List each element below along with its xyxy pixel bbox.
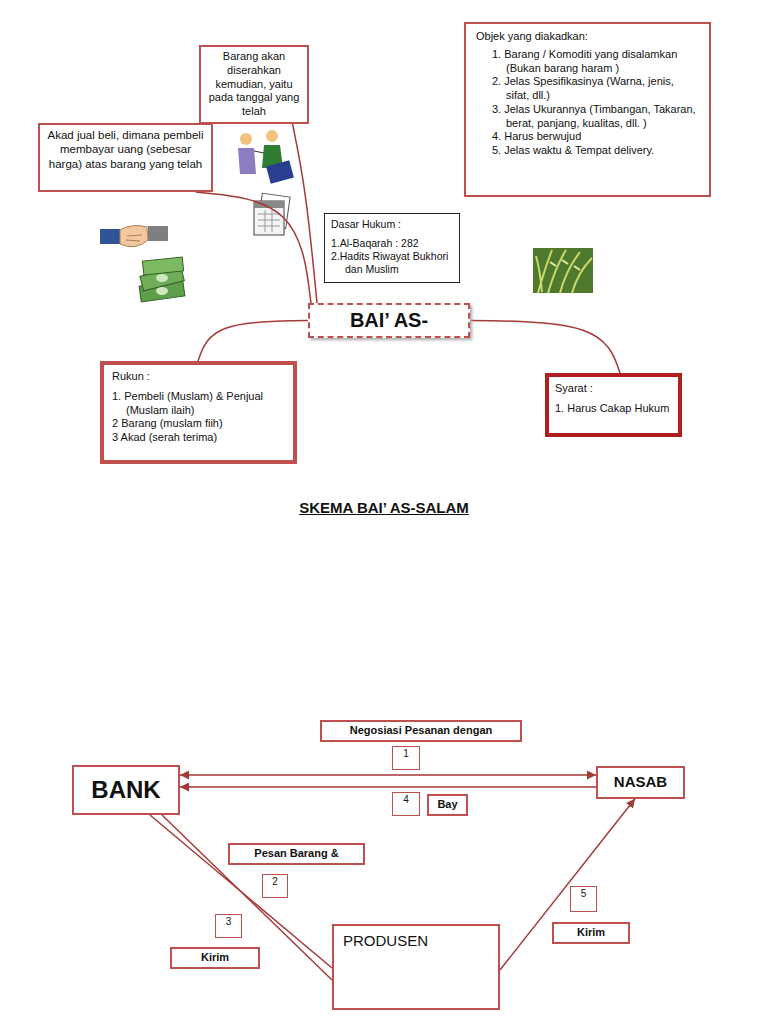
rice-icon-part [536, 250, 592, 293]
legal-basis-box: Dasar Hukum : 1.Al-Baqarah : 2822.Hadits … [324, 213, 460, 283]
box-text: Akad jual beli, dimana pembeli membayar … [46, 128, 205, 171]
box-text: Pesan Barang & [234, 847, 359, 861]
list-item: 1. Barang / Komoditi yang disalamkan (Bu… [476, 48, 699, 76]
people-icon-part [266, 130, 278, 142]
handshake-icon [100, 226, 168, 247]
step-label: Pesan Barang & [228, 843, 365, 865]
connector-line [500, 799, 635, 970]
box-text: 1 [395, 748, 417, 761]
calendar-icon [254, 193, 290, 235]
box-text: Negosiasi Pesanan dengan [326, 724, 516, 738]
people-icon [238, 130, 294, 184]
box-text: Bay [433, 798, 462, 812]
list-item: 5. Jelas waktu & Tempat delivery. [476, 144, 699, 158]
connector-line [180, 774, 596, 776]
step-label: Kirim [552, 922, 630, 944]
party-box: PRODUSEN [332, 924, 500, 1010]
box-heading: Rukun : [112, 370, 285, 384]
party-box: BANK [72, 765, 180, 815]
connector-line [293, 124, 318, 303]
list-item: 1. Harus Cakap Hukum [555, 402, 672, 416]
list-item: 2.Hadits Riwayat Bukhori dan Muslim [331, 250, 453, 276]
box-text: 2 [265, 876, 285, 889]
box-text: PRODUSEN [343, 932, 489, 951]
box-text: NASAB [602, 773, 679, 792]
step-label: Bay [427, 794, 468, 816]
calendar-icon-part [254, 201, 284, 235]
list-item: 3. Jelas Ukurannya (Timbangan, Takaran, … [476, 103, 699, 131]
title-holder: SKEMA BAI’ AS-SALAM [0, 499, 768, 517]
box-heading: Dasar Hukum : [331, 218, 453, 231]
connector-line [196, 192, 312, 303]
definition-box: Barang akan diserahkan kemudian, yaitu p… [199, 45, 309, 124]
step-label: Kirim [170, 947, 260, 969]
people-icon-part [266, 160, 294, 184]
rice-icon-part [550, 260, 580, 270]
handshake-icon-part [120, 226, 148, 247]
box-text: Barang akan diserahkan kemudian, yaitu p… [205, 50, 303, 119]
list-item: 1. Pembeli (Muslam) & Penjual (Muslam il… [112, 390, 285, 418]
step-number: 3 [215, 914, 242, 938]
list-item: 2 Barang (muslam fiih) [112, 417, 285, 431]
box-text: 4 [395, 794, 417, 807]
box-text: BAI’ AS- [316, 308, 462, 333]
diagram-title: SKEMA BAI’ AS-SALAM [299, 499, 469, 516]
condition-box: Syarat : 1. Harus Cakap Hukum [545, 373, 682, 437]
list-item: 4. Harus berwujud [476, 130, 699, 144]
step-number: 4 [392, 792, 420, 816]
object-list-box: Objek yang diakadkan: 1. Barang / Komodit… [464, 22, 711, 197]
rice-icon [533, 248, 593, 293]
pillar-box: Rukun : 1. Pembeli (Muslam) & Penjual (Mu… [100, 361, 297, 464]
money-icon-part [142, 257, 183, 275]
money-icon-part [156, 274, 168, 282]
calendar-icon-part [258, 210, 280, 232]
people-icon-part [254, 151, 264, 153]
handshake-icon-part [148, 226, 168, 241]
step-number: 5 [570, 886, 597, 912]
box-text: 5 [573, 888, 594, 901]
box-text: BANK [78, 775, 174, 805]
definition-box: Akad jual beli, dimana pembeli membayar … [38, 123, 213, 192]
connector-line [198, 321, 308, 362]
people-icon-part [238, 148, 256, 174]
step-number: 1 [392, 746, 420, 770]
money-icon [139, 257, 185, 302]
party-box: NASAB [596, 766, 685, 799]
connector-line [180, 786, 596, 788]
list-item: 2. Jelas Spesifikasinya (Warna, jenis, s… [476, 75, 699, 103]
box-heading: Syarat : [555, 382, 672, 396]
step-label: Negosiasi Pesanan dengan [320, 720, 522, 742]
step-number: 2 [262, 874, 288, 898]
box-text: Kirim [558, 926, 624, 940]
connector-line [470, 321, 620, 374]
list-item: 1.Al-Baqarah : 282 [331, 237, 453, 250]
handshake-icon-part [126, 235, 142, 241]
handshake-icon-part [100, 229, 120, 244]
box-text: 3 [218, 916, 239, 929]
people-icon-part [240, 133, 252, 145]
box-heading: Objek yang diakadkan: [476, 30, 699, 44]
rice-icon-part [533, 248, 593, 293]
connector-line [162, 815, 332, 980]
topic-box: BAI’ AS- [308, 303, 470, 338]
connector-group [150, 124, 635, 980]
list-item: 3 Akad (serah terima) [112, 431, 285, 445]
box-text: Kirim [176, 951, 254, 965]
money-icon-part [156, 287, 168, 295]
